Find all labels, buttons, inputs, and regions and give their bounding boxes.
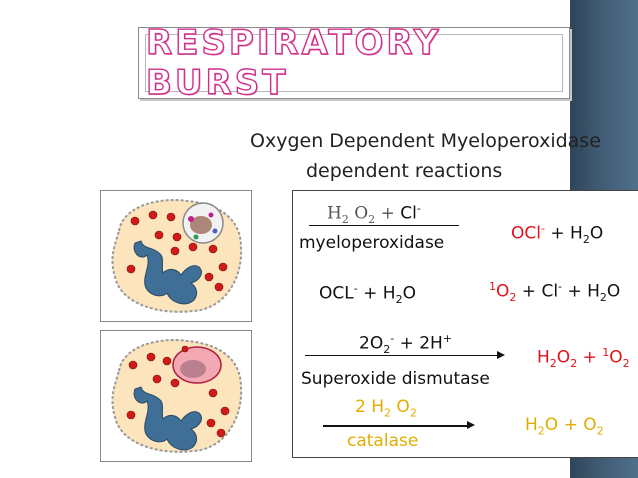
reaction-3-arrowhead-icon [497, 351, 505, 359]
reaction-4-products: H2O + O2 [525, 415, 604, 438]
subtitle-line-1: Oxygen Dependent Myeloperoxidase [250, 130, 601, 152]
slide-title: RESPIRATORY BURST [145, 22, 442, 103]
cell-image-top [100, 190, 252, 322]
subtitle-line-2: dependent reactions [306, 160, 503, 182]
reactions-panel: H2 O2 + Cl- myeloperoxidase OCl- + H2O O… [292, 190, 638, 458]
cell-image-bottom [100, 330, 252, 462]
reaction-4-reactants: 2 H2 O2 [355, 397, 417, 420]
reaction-2-products: 1O2 + Cl- + H2O [489, 280, 621, 305]
neutrophil-burst-icon [111, 339, 243, 453]
reaction-3-reactants: 2O2- + 2H+ [359, 332, 453, 357]
reaction-1-products: OCl- + H2O [511, 222, 604, 247]
reaction-1-reactants: H2 O2 + Cl- [327, 202, 421, 227]
reaction-4-enzyme: catalase [347, 431, 419, 451]
neutrophil-phagocytosing-icon [111, 199, 243, 313]
reaction-3-enzyme: Superoxide dismutase [301, 369, 490, 389]
reaction-3-arrow [305, 355, 501, 356]
reaction-4-arrowhead-icon [467, 421, 475, 429]
reaction-4-arrow [323, 425, 469, 427]
reaction-2-reactants: OCL- + H2O [319, 282, 416, 307]
title-frame: RESPIRATORY BURST [138, 22, 570, 104]
reaction-3-products: H2O2 + 1O2 [537, 346, 630, 371]
reaction-1-enzyme: myeloperoxidase [299, 233, 445, 253]
reaction-1-arrow [309, 225, 459, 226]
title-frame-inner: RESPIRATORY BURST [145, 22, 563, 104]
